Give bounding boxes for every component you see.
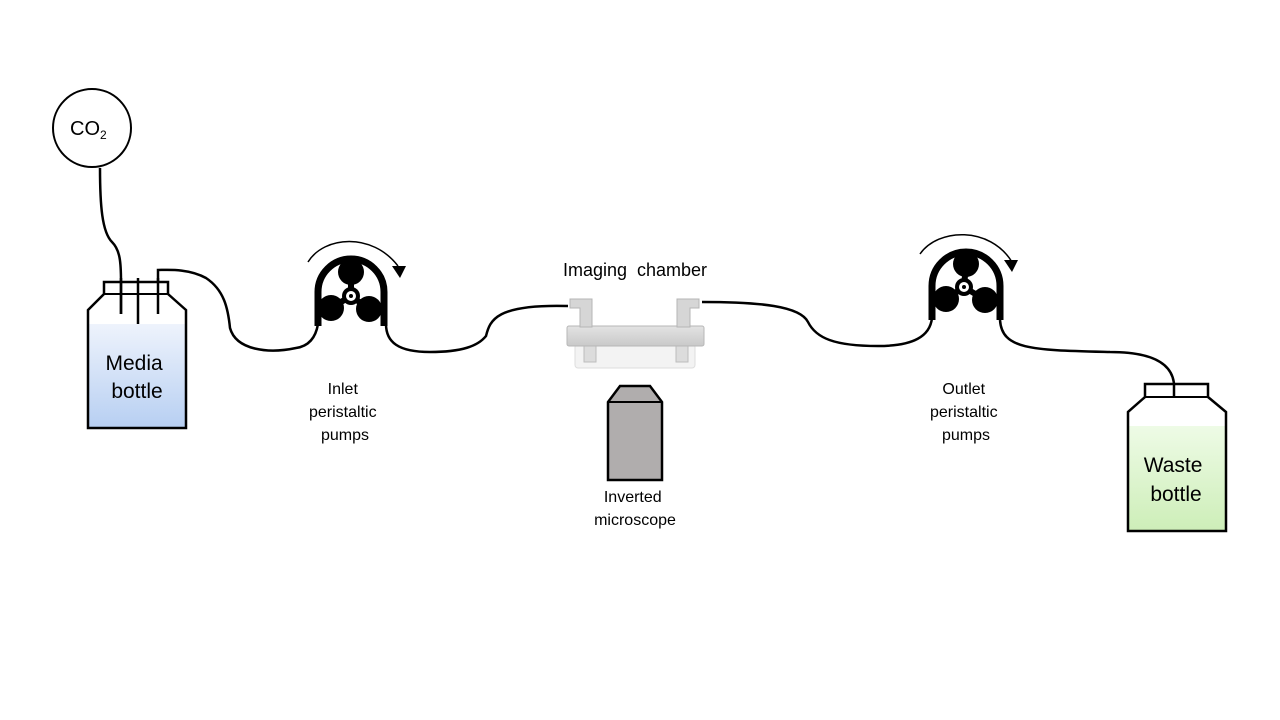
outlet-pump-label-line2: peristaltic — [930, 404, 998, 421]
waste-bottle-label-line2: bottle — [1150, 483, 1201, 506]
outlet-pump-label: Outlet peristaltic pumps — [930, 381, 1002, 444]
media-bottle-dip-tubes — [119, 278, 160, 324]
waste-bottle: Waste bottle — [1126, 382, 1228, 533]
co2-label: CO2 — [70, 118, 107, 142]
inlet-pump-rotor-icon — [318, 259, 382, 322]
inlet-pump-label-line3: pumps — [321, 427, 369, 444]
tubing — [98, 167, 1176, 398]
co2-label-main: CO — [70, 118, 100, 140]
imaging-chamber-label: Imaging chamber — [563, 260, 707, 280]
outlet-pump-label-line3: pumps — [942, 427, 990, 444]
inlet-pump: Inlet peristaltic pumps — [307, 240, 406, 444]
inlet-pump-rotation-arrow — [307, 240, 399, 267]
outlet-pump: Outlet peristaltic pumps — [919, 234, 1018, 444]
outlet-pump-rotor-icon — [933, 251, 998, 313]
chamber-outlet-port — [676, 298, 700, 328]
outlet-pump-rotation-arrow — [919, 234, 1013, 263]
inlet-pump-label-line2: peristaltic — [309, 404, 377, 421]
media-bottle-label-line2: bottle — [111, 380, 162, 403]
waste-bottle-label-line1: Waste — [1144, 454, 1203, 477]
inlet-pump-to-chamber-tube — [384, 304, 569, 354]
outlet-pump-to-waste-tube — [998, 319, 1176, 398]
microscope-label-line2: microscope — [594, 512, 676, 529]
media-bottle-label-line1: Media — [105, 352, 163, 375]
chamber-inlet-port — [569, 298, 593, 328]
inlet-pump-arrowhead — [392, 266, 406, 278]
microscope-objective: Inverted microscope — [594, 384, 676, 529]
outlet-pump-arrowhead — [1004, 260, 1018, 272]
microscope-label: Inverted microscope — [594, 489, 676, 529]
imaging-chamber: Imaging chamber — [563, 260, 707, 369]
media-to-inlet-pump-tube — [156, 268, 320, 352]
outlet-pump-label-line1: Outlet — [942, 381, 985, 398]
microscope-label-line1: Inverted — [604, 489, 662, 506]
chamber-to-outlet-pump-tube — [701, 300, 934, 348]
media-bottle-label: Media bottle — [105, 352, 168, 403]
inlet-pump-label: Inlet peristaltic pumps — [309, 381, 381, 444]
waste-bottle-label: Waste bottle — [1144, 454, 1209, 506]
co2-source: CO2 — [52, 88, 132, 168]
co2-gas-line — [98, 167, 123, 314]
inlet-pump-label-line1: Inlet — [328, 381, 359, 398]
media-bottle: Media bottle — [86, 278, 188, 430]
co2-label-sub: 2 — [100, 128, 107, 142]
